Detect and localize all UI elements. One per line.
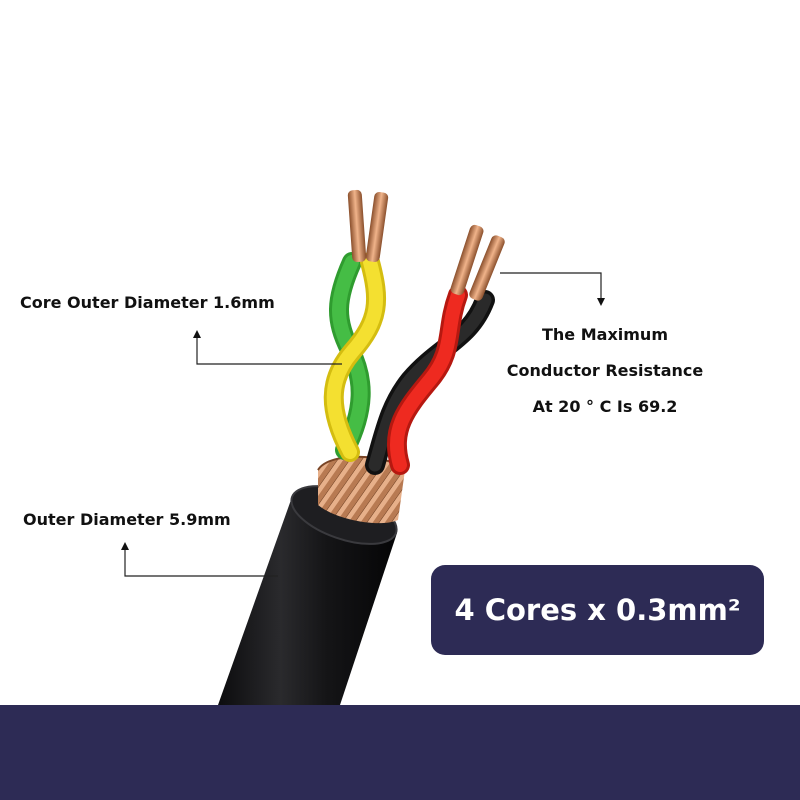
leader-resistance	[500, 272, 605, 306]
max-resistance-line-2: Conductor Resistance	[506, 361, 704, 380]
core-outer-diameter-label: Core Outer Diameter 1.6mm	[20, 293, 275, 312]
twisted-pair-red-black	[365, 224, 505, 475]
footer-band	[0, 705, 800, 800]
leader-outer-od	[121, 542, 278, 577]
cores-spec-badge: 4 Cores x 0.3mm²	[431, 565, 764, 655]
max-resistance-label: The Maximum Conductor Resistance At 20 °…	[470, 326, 740, 434]
max-resistance-line-1: The Maximum	[542, 325, 668, 344]
outer-diameter-label: Outer Diameter 5.9mm	[23, 510, 231, 529]
twisted-pair-yellow-green	[323, 189, 389, 462]
max-resistance-line-3: At 20 ° C Is 69.2	[532, 397, 678, 416]
arrow-up-icon	[193, 330, 201, 338]
leader-core-od	[193, 330, 342, 365]
arrow-up-icon	[121, 542, 129, 550]
arrow-down-icon	[597, 298, 605, 306]
